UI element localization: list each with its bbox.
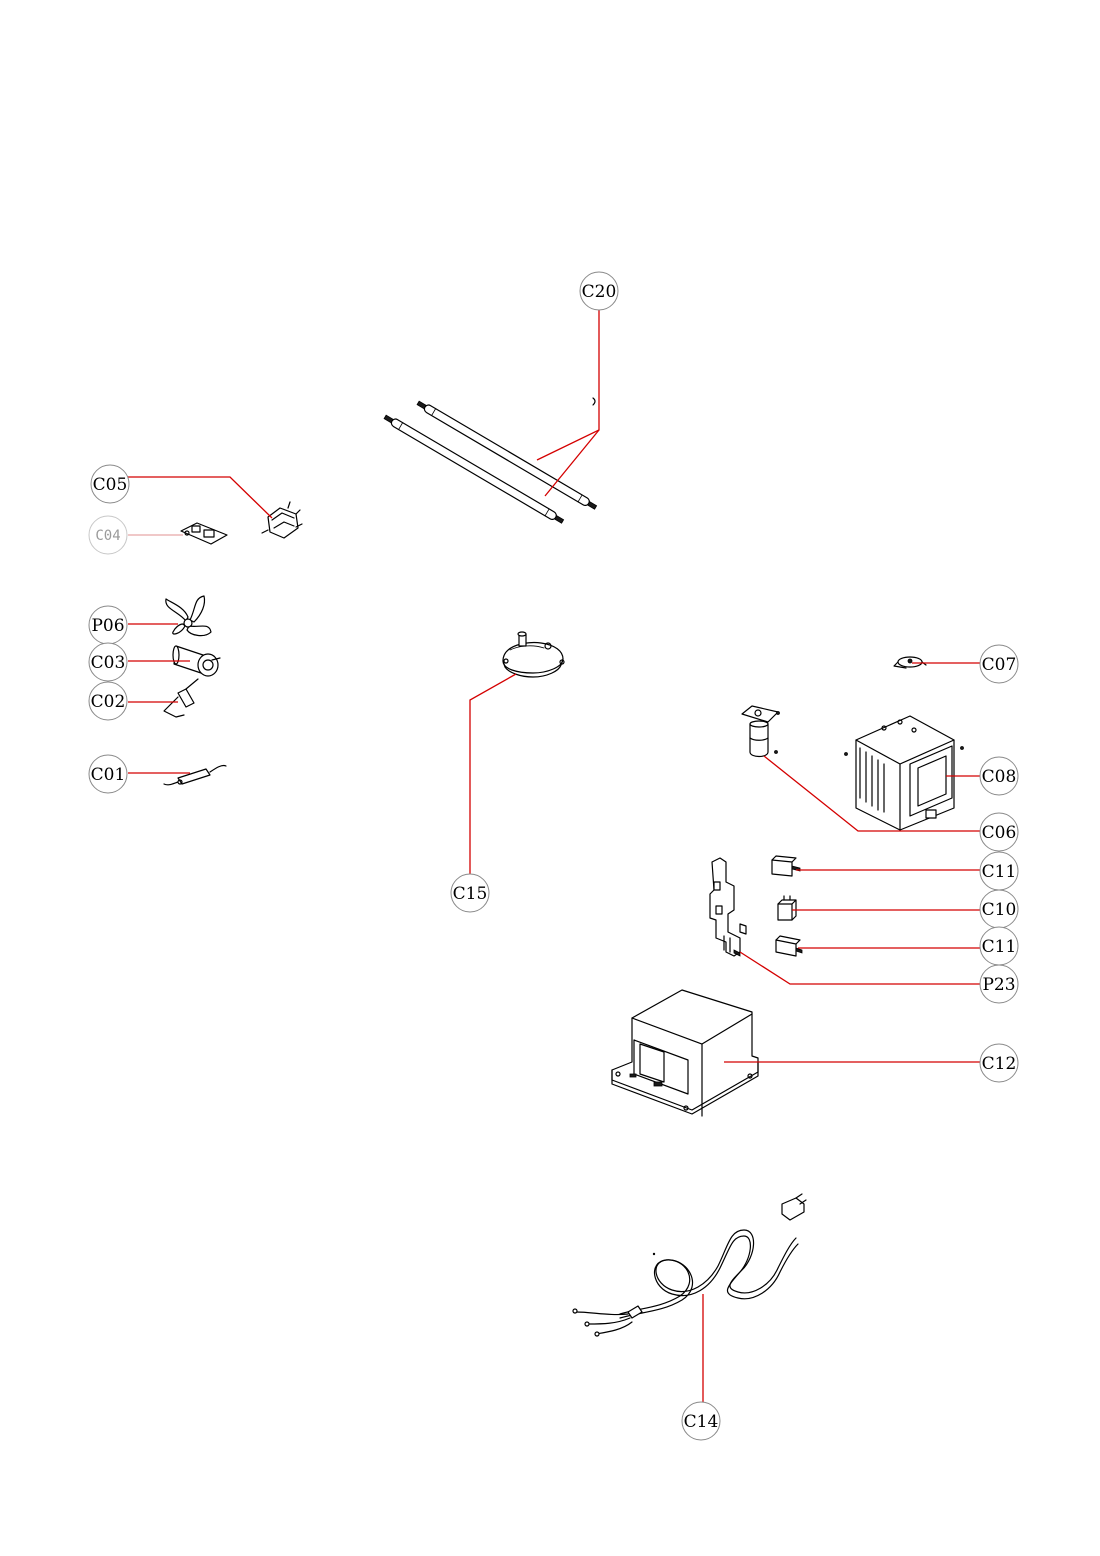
callout-c15: C15 [450, 873, 490, 913]
fuse-part [163, 764, 227, 786]
callout-c11-upper: C11 [979, 851, 1019, 891]
callout-c03: C03 [88, 642, 128, 682]
callout-c12: C12 [979, 1043, 1019, 1083]
callout-p06: P06 [88, 605, 128, 645]
leader-c06 [763, 755, 980, 832]
callout-label: C08 [982, 767, 1017, 787]
callout-c11-lower: C11 [979, 926, 1019, 966]
callout-label: C10 [982, 900, 1017, 920]
control-board-part [180, 522, 228, 545]
hv-capacitor-part [741, 705, 780, 758]
fan-blade-part [165, 595, 212, 637]
callout-c14: C14 [681, 1401, 721, 1441]
callout-c20: C20 [579, 271, 619, 311]
callout-label: C05 [93, 475, 128, 495]
micro-switch-lower-part [775, 935, 803, 957]
micro-switch-middle-part [777, 895, 797, 921]
callout-c07: C07 [979, 644, 1019, 684]
callout-c06: C06 [979, 812, 1019, 852]
callout-c02: C02 [88, 681, 128, 721]
leader-c05 [128, 476, 273, 519]
leader-c15 [469, 673, 517, 876]
callout-label: C12 [982, 1054, 1017, 1074]
heater-tubes [383, 397, 598, 524]
callout-c01: C01 [88, 754, 128, 794]
callout-label: C06 [982, 823, 1017, 843]
callout-c08: C08 [979, 756, 1019, 796]
callout-label: C11 [982, 862, 1017, 882]
callout-c04: C04 [88, 515, 128, 555]
magnetron-part [844, 715, 964, 831]
callout-label: C14 [684, 1412, 719, 1432]
switch-holder-part [709, 857, 747, 957]
power-cord-part [572, 1193, 807, 1337]
callout-label: C01 [91, 765, 126, 785]
leader-c20-b [544, 429, 600, 497]
callout-label: C04 [95, 528, 120, 544]
callout-label: C03 [91, 653, 126, 673]
callout-label: C15 [453, 884, 488, 904]
leader-lines [128, 308, 980, 1404]
callout-c10: C10 [979, 889, 1019, 929]
callout-label: C20 [582, 282, 617, 302]
callout-label: C07 [982, 655, 1017, 675]
fan-motor-part [172, 645, 221, 677]
callout-p23: P23 [979, 964, 1019, 1004]
callout-label: C02 [91, 692, 126, 712]
callout-label: P06 [91, 616, 124, 636]
leader-c20 [536, 308, 600, 461]
relay-part [261, 501, 303, 539]
transformer-part [611, 989, 759, 1117]
leader-p23 [739, 951, 980, 985]
turntable-motor-part [502, 631, 565, 678]
micro-switch-upper-part [771, 855, 801, 877]
callout-label: C11 [982, 937, 1017, 957]
diode-part [163, 678, 199, 718]
callout-c05: C05 [90, 464, 130, 504]
callout-label: P23 [982, 975, 1015, 995]
